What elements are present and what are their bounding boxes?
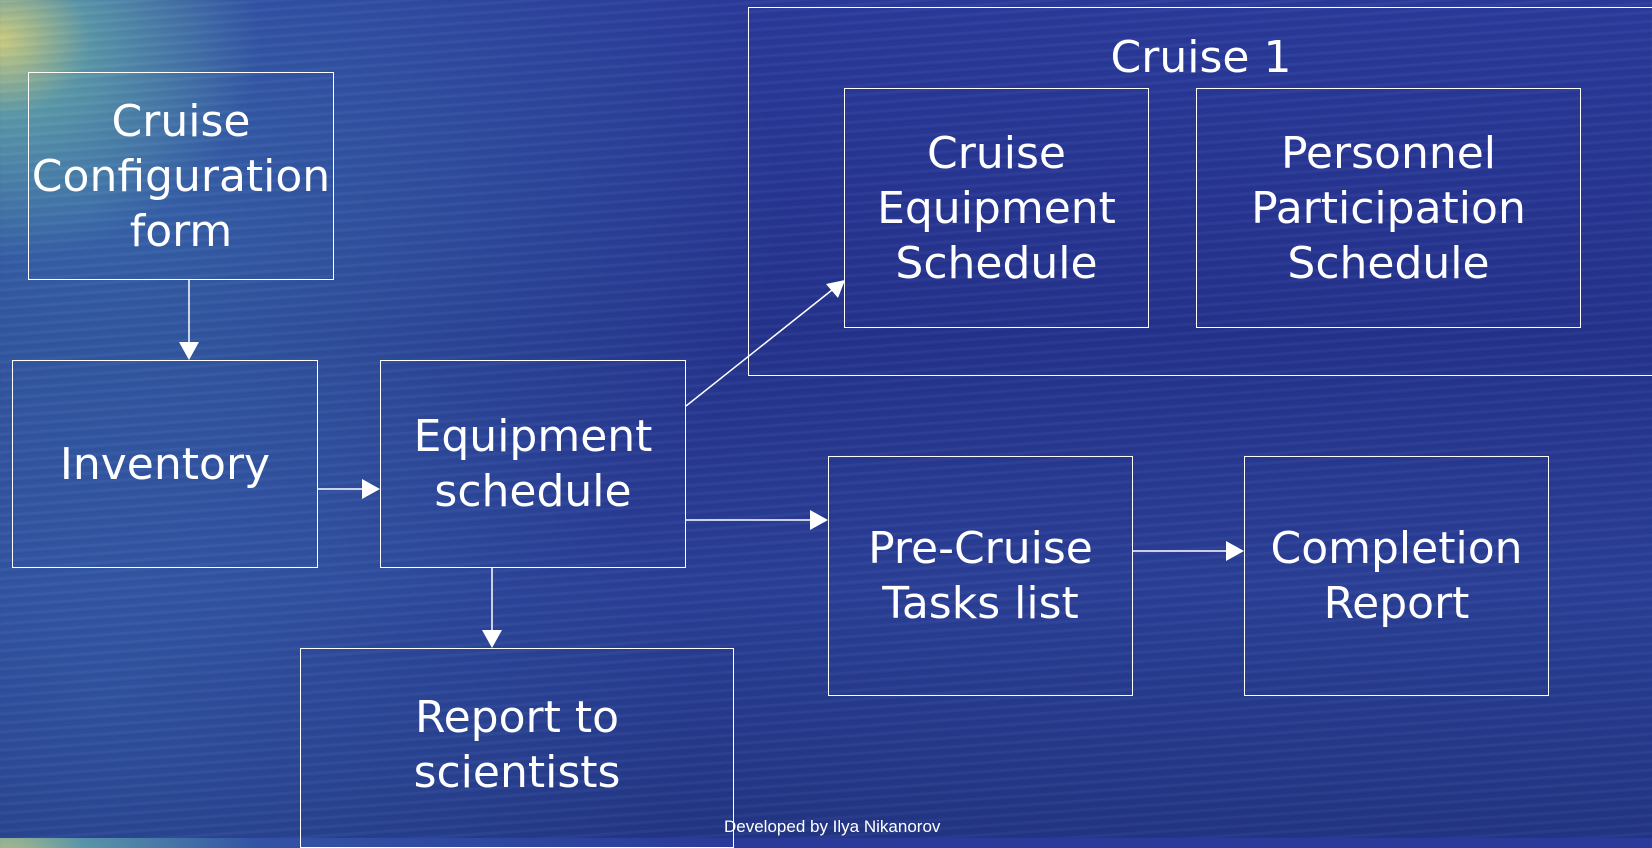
cruise-equipment-schedule-box: Cruise Equipment Schedule xyxy=(844,88,1149,328)
cruise-configuration-form-box: Cruise Configuration form xyxy=(28,72,334,280)
arrowhead-config-to-inventory xyxy=(179,342,199,360)
arrowhead-pre-cruise-to-completion xyxy=(1226,541,1244,561)
arrowhead-inventory-to-equipment xyxy=(362,479,380,499)
equipment-schedule-box: Equipment schedule xyxy=(380,360,686,568)
arrowhead-equipment-to-report xyxy=(482,630,502,648)
arrow-equipment-to-cruise-equipment xyxy=(685,289,833,407)
footer-credit: Developed by Ilya Nikanorov xyxy=(724,817,941,836)
report-to-scientists-box: Report to scientists xyxy=(300,648,734,848)
personnel-participation-schedule-box: Personnel Participation Schedule xyxy=(1196,88,1581,328)
arrowhead-equipment-to-cruise-equipment xyxy=(826,280,845,298)
pre-cruise-tasks-list-box: Pre-Cruise Tasks list xyxy=(828,456,1133,696)
completion-report-box: Completion Report xyxy=(1244,456,1549,696)
cruise-group: Cruise 1 xyxy=(748,7,1652,376)
arrowhead-equipment-to-pre-cruise xyxy=(810,510,828,530)
cruise-group-title: Cruise 1 xyxy=(1110,32,1292,83)
inventory-box: Inventory xyxy=(12,360,318,568)
